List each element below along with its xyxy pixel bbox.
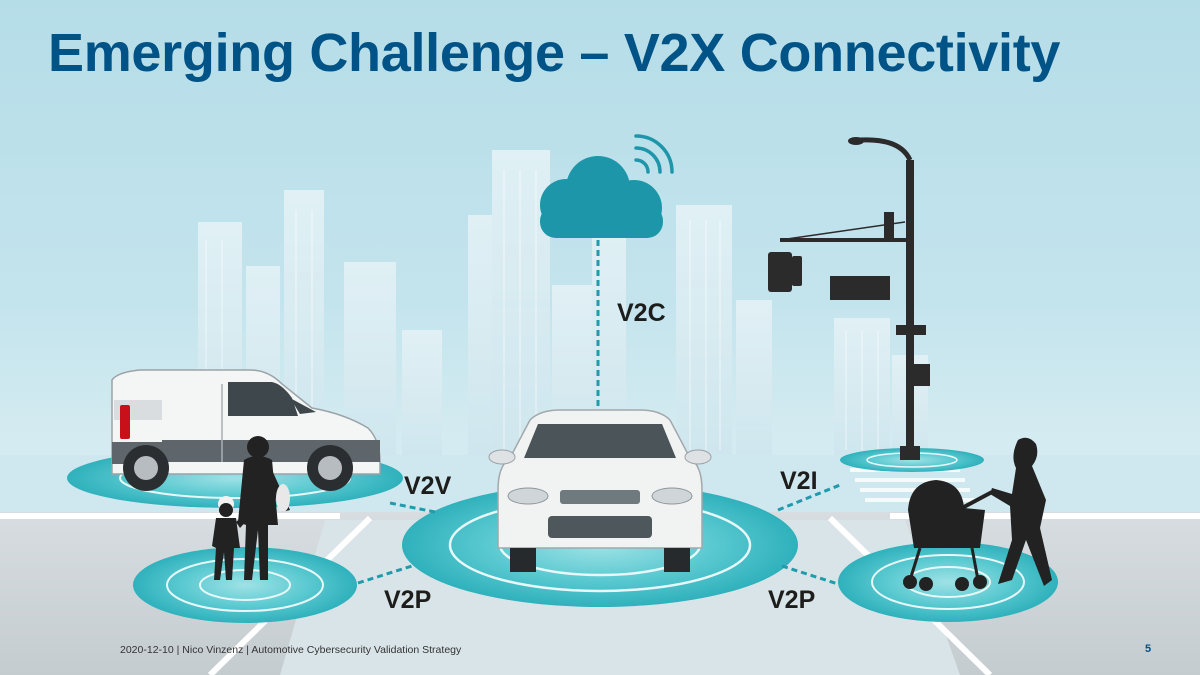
label-v2p-left: V2P — [384, 586, 431, 614]
van-icon — [111, 369, 381, 491]
label-v2i: V2I — [780, 467, 818, 495]
pedestrian-adult-child-icon — [212, 436, 290, 580]
cloud-icon — [540, 156, 663, 238]
slide-title: Emerging Challenge – V2X Connectivity — [48, 23, 1061, 83]
connection-lines — [357, 240, 841, 586]
wifi-signal-icon — [634, 134, 674, 174]
page-number: 5 — [1145, 643, 1152, 655]
label-v2p-right: V2P — [768, 586, 815, 614]
ripple-pedestrian-right — [838, 542, 1058, 622]
pedestrian-stroller-icon — [903, 437, 1052, 591]
label-v2c: V2C — [617, 299, 666, 327]
footer-text: 2020-12-10 | Nico Vinzenz | Automotive C… — [120, 644, 462, 656]
traffic-light-icon — [768, 137, 930, 460]
car-icon — [488, 409, 712, 572]
label-v2v: V2V — [404, 472, 452, 500]
